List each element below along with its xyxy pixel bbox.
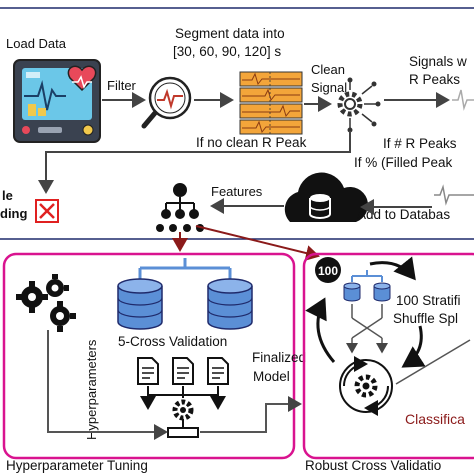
discard-label-1: le	[2, 188, 13, 203]
signals-label-2: R Peaks	[409, 72, 460, 87]
if-no-clean-label: If no clean R Peak	[196, 135, 307, 150]
discard-label-2: ding	[0, 206, 27, 221]
database-right-icon	[207, 278, 253, 330]
finalized-label-1: Finalized	[252, 350, 306, 365]
segmented-data-icon	[239, 71, 303, 135]
segment-line-2: [30, 60, 90, 120] s	[173, 44, 281, 59]
docs-to-gear-connector	[140, 386, 226, 410]
split-databases-icon	[343, 270, 391, 302]
filter-label: Filter	[107, 78, 137, 93]
loop-arrow-left	[305, 297, 336, 363]
hyperparameter-tuning-title: Hyperparameter Tuning	[6, 458, 148, 473]
iterations-badge-text: 100	[318, 264, 338, 278]
cv-tree-connector	[138, 258, 232, 280]
if-pct-filled-label: If % (Filled Peak	[354, 155, 453, 170]
loop-arrow-top	[369, 256, 416, 281]
classification-label: Classifica	[405, 411, 465, 427]
cross-validation-label: 5-Cross Validation	[118, 334, 227, 349]
database-cloud-icon	[284, 172, 369, 222]
load-data-label: Load Data	[6, 36, 67, 51]
arrow-discard	[38, 131, 351, 194]
clean-label-2: Signal	[311, 80, 347, 95]
ecg-monitor-icon	[13, 59, 101, 143]
clean-label-1: Clean	[311, 62, 345, 77]
arrow-to-robust-cv	[195, 225, 320, 261]
finalized-label-2: Model	[253, 369, 290, 384]
feature-tree-icon	[156, 183, 204, 232]
features-label: Features	[211, 184, 263, 199]
loop-arrow-right	[401, 325, 426, 368]
hyperparameters-label: Hyperparameters	[84, 339, 99, 440]
classification-arrow	[395, 339, 471, 385]
gear-branch-icon	[337, 77, 381, 133]
iterations-badge	[315, 257, 341, 283]
robust-cv-title: Robust Cross Validatio	[305, 458, 441, 473]
arrow-finalized-model	[200, 396, 302, 433]
discard-x-icon	[35, 199, 59, 223]
database-left-icon	[117, 278, 163, 330]
stratified-label-2: Shuffle Spl	[393, 311, 458, 326]
add-to-database-label: Add to Databas	[357, 207, 450, 222]
signals-label-1: Signals w	[409, 54, 467, 69]
incoming-signal-wave	[434, 184, 474, 206]
robust-cv-panel	[302, 252, 474, 460]
tuning-gear-icon	[172, 399, 194, 421]
gears-icon	[16, 274, 76, 332]
documents-icon	[137, 357, 229, 385]
stratified-label-1: 100 Stratifi	[396, 293, 461, 308]
magnifier-filter-icon	[141, 76, 192, 129]
arrow-hyperparameters	[47, 330, 168, 440]
hyperparameter-tuning-panel	[2, 252, 296, 460]
classifier-gear-icon	[339, 356, 393, 416]
signal-wave-icon	[452, 89, 474, 111]
model-bar-icon	[167, 427, 199, 438]
segment-line-1: Segment data into	[175, 26, 285, 41]
shuffle-lines	[346, 304, 388, 354]
if-num-r-peaks-label: If # R Peaks	[383, 136, 457, 151]
